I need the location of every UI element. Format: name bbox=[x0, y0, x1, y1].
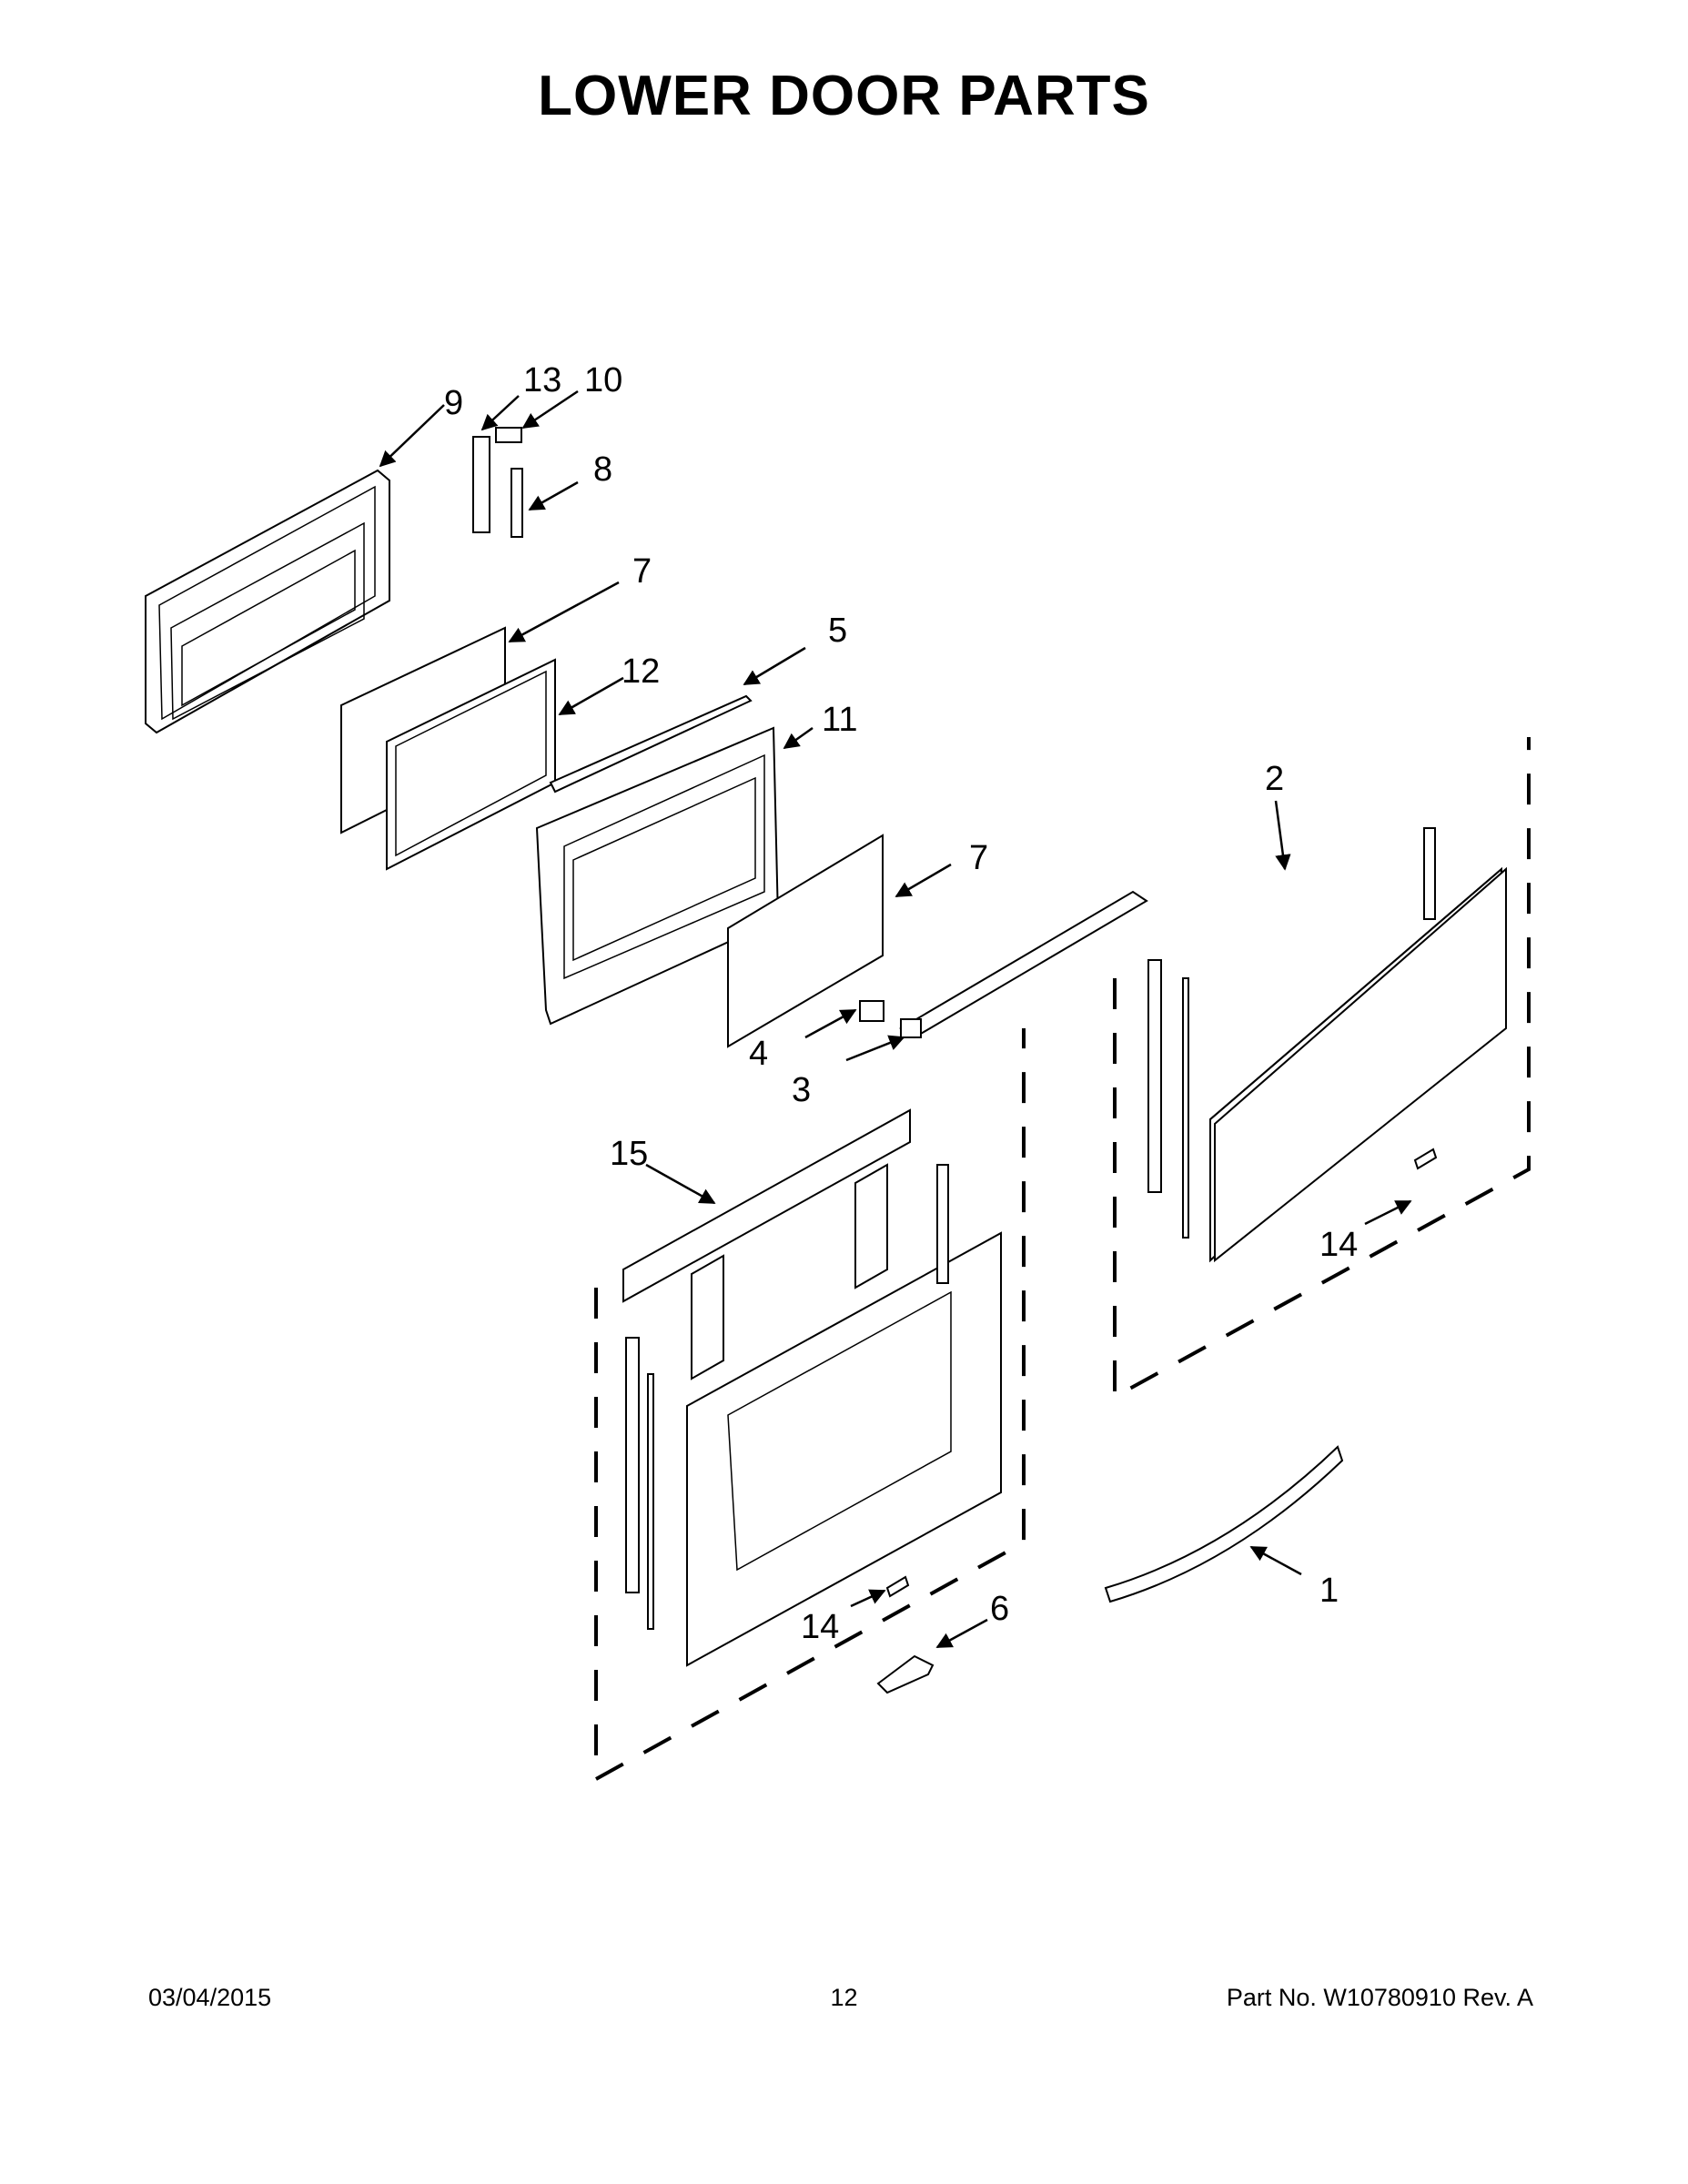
callout-14-right: 14 bbox=[1319, 1226, 1358, 1264]
hinge-parts bbox=[472, 427, 523, 538]
callout-8: 8 bbox=[593, 450, 612, 489]
callout-9: 9 bbox=[444, 384, 463, 422]
top-strip-part bbox=[622, 1108, 911, 1303]
footer-part-number: Part No. W10780910 Rev. A bbox=[1226, 1984, 1533, 2011]
clip-part bbox=[1413, 1148, 1438, 1170]
callout-7-lower: 7 bbox=[969, 839, 988, 877]
callout-13: 13 bbox=[523, 361, 561, 399]
callout-10: 10 bbox=[584, 361, 622, 399]
side-rail-part bbox=[625, 1337, 640, 1593]
door-stop-part bbox=[876, 1654, 935, 1694]
callout-5: 5 bbox=[828, 612, 847, 650]
door-handle-part bbox=[1104, 1445, 1344, 1603]
side-rail-part bbox=[1147, 959, 1162, 1193]
callout-3: 3 bbox=[792, 1071, 811, 1109]
clip-part bbox=[885, 1575, 910, 1598]
glass-pane-lower-part bbox=[727, 834, 884, 1048]
callout-14-left: 14 bbox=[801, 1608, 839, 1646]
inner-door-liner-part bbox=[145, 469, 390, 734]
vent-block-part bbox=[854, 1163, 888, 1289]
outer-door-group-boundary bbox=[594, 1028, 1026, 1783]
footer-date: 03/04/2015 bbox=[148, 1984, 272, 2011]
outer-door-glass-part bbox=[686, 1231, 1002, 1667]
page-title: LOWER DOOR PARTS bbox=[538, 65, 1150, 127]
side-panel-glass-part bbox=[1209, 866, 1507, 1263]
side-panel-group-boundary bbox=[1113, 737, 1531, 1400]
callout-15: 15 bbox=[610, 1135, 648, 1173]
callout-7-upper: 7 bbox=[632, 552, 652, 591]
door-frame-assembly-part bbox=[535, 726, 780, 1026]
vent-block-part bbox=[691, 1254, 724, 1380]
side-rail-part bbox=[1182, 977, 1189, 1239]
side-rail-part bbox=[936, 1164, 949, 1284]
footer-page-number: 12 bbox=[830, 1984, 858, 2011]
callout-6: 6 bbox=[990, 1590, 1009, 1628]
callout-2: 2 bbox=[1265, 760, 1284, 798]
side-rail-part bbox=[647, 1373, 654, 1630]
top-trim-strip-part bbox=[549, 694, 753, 794]
side-rail-part bbox=[1423, 827, 1436, 920]
screw-part bbox=[859, 1000, 884, 1022]
callout-12: 12 bbox=[622, 652, 660, 691]
door-rail-part bbox=[899, 890, 1148, 1039]
callout-11: 11 bbox=[822, 701, 857, 739]
callout-1: 1 bbox=[1319, 1572, 1339, 1610]
callout-4: 4 bbox=[749, 1035, 768, 1073]
